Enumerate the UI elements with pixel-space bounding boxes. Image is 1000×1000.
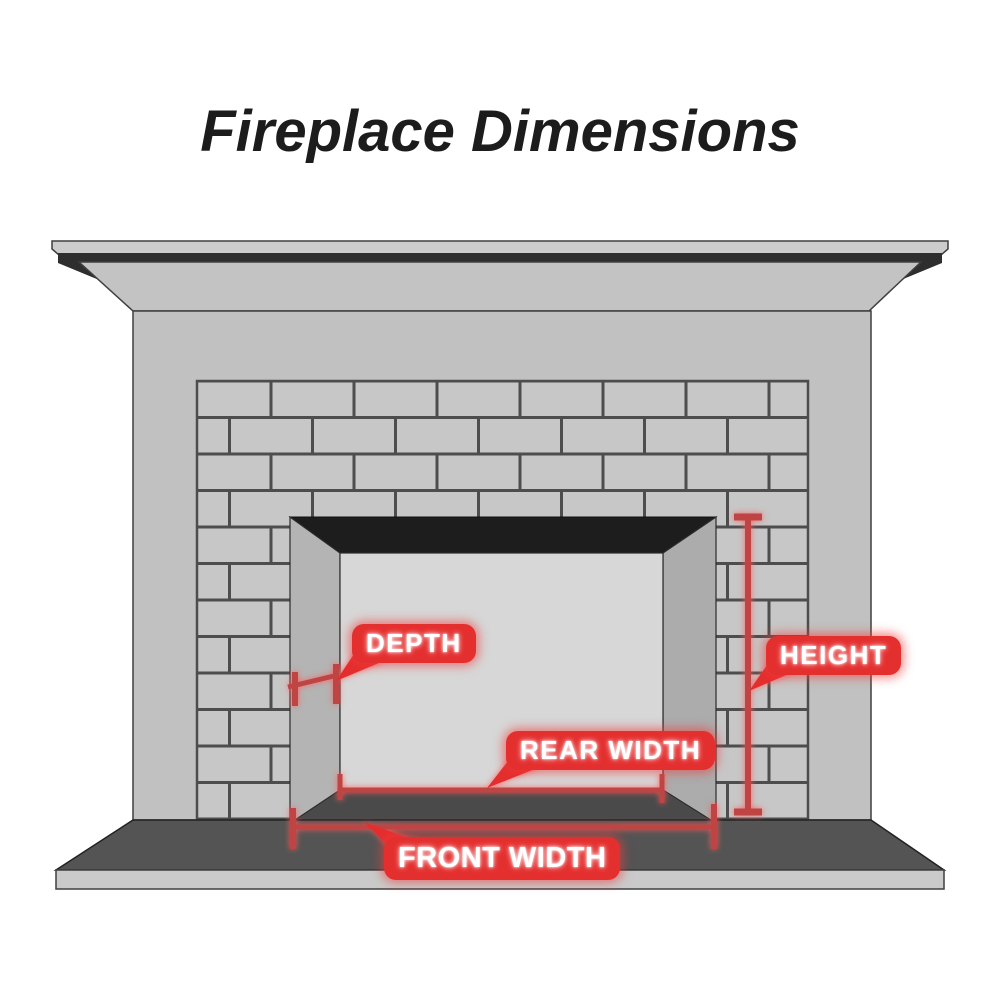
depth-dimension-line bbox=[287, 664, 339, 706]
firebox-left-jamb bbox=[289, 515, 341, 823]
mantel-crown bbox=[77, 261, 923, 312]
firebox-right-jamb bbox=[662, 515, 717, 823]
front-width-dimension-line bbox=[290, 804, 717, 849]
height-callout: HEIGHT bbox=[766, 636, 902, 675]
firebox-lintel bbox=[288, 516, 718, 554]
depth-callout: DEPTH bbox=[352, 624, 476, 663]
mantel bbox=[51, 240, 949, 312]
height-dimension-line bbox=[734, 513, 762, 816]
firebox-floor bbox=[290, 789, 716, 823]
depth-callout-text: DEPTH bbox=[366, 628, 462, 658]
front-width-callout: FRONT WIDTH bbox=[384, 837, 621, 880]
front-width-callout-text: FRONT WIDTH bbox=[398, 842, 607, 874]
page-title: Fireplace Dimensions bbox=[200, 99, 800, 164]
rear-width-callout: REAR WIDTH bbox=[506, 731, 716, 770]
mantel-underside-shadow bbox=[58, 253, 942, 263]
mantel-shelf bbox=[51, 240, 949, 256]
rear-width-dimension-line bbox=[337, 774, 665, 803]
height-callout-text: HEIGHT bbox=[780, 640, 888, 670]
rear-width-callout-text: REAR WIDTH bbox=[520, 735, 702, 765]
